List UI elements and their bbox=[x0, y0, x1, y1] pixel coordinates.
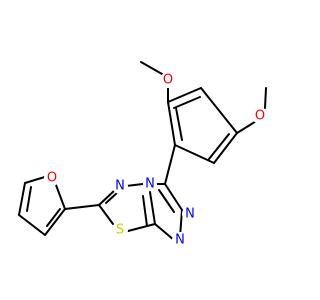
bond bbox=[173, 96, 201, 109]
bond bbox=[105, 191, 119, 204]
atom-oxygen-methoxy-right: O bbox=[252, 108, 268, 124]
bond bbox=[167, 101, 176, 146]
bond bbox=[64, 204, 100, 210]
bond bbox=[98, 189, 116, 206]
bond bbox=[98, 204, 114, 225]
bond bbox=[208, 133, 230, 160]
atom-label: S bbox=[116, 223, 124, 238]
bond bbox=[127, 223, 156, 232]
bond bbox=[164, 144, 176, 185]
bond bbox=[142, 195, 148, 227]
atom-nitrogen-triazole-bottom: N bbox=[172, 232, 188, 248]
atom-label: N bbox=[175, 233, 185, 248]
atom-oxygen-methoxy-top: O bbox=[160, 72, 176, 88]
bond bbox=[200, 87, 238, 134]
bond bbox=[175, 107, 183, 141]
atoms: O O O N N N N S bbox=[44, 72, 268, 248]
atom-label: O bbox=[255, 109, 265, 124]
bond bbox=[236, 119, 259, 134]
bond bbox=[154, 223, 175, 241]
bond bbox=[167, 87, 202, 103]
atom-nitrogen-bridge: N bbox=[143, 177, 157, 192]
bond bbox=[44, 208, 66, 236]
bonds bbox=[18, 61, 267, 241]
bond bbox=[46, 208, 61, 227]
bond bbox=[140, 61, 163, 75]
atom-oxygen-furan: O bbox=[44, 170, 60, 186]
atom-sulfur: S bbox=[112, 222, 128, 238]
bond bbox=[164, 183, 183, 211]
atom-label: O bbox=[163, 73, 173, 88]
bond bbox=[26, 186, 32, 212]
bond bbox=[125, 183, 144, 187]
bond bbox=[55, 184, 66, 210]
atom-label: N bbox=[185, 207, 195, 222]
atom-nitrogen-thiadiazole: N bbox=[112, 178, 128, 194]
atom-label: N bbox=[145, 177, 155, 192]
bond bbox=[174, 144, 215, 164]
bond bbox=[18, 182, 26, 216]
bond bbox=[149, 191, 156, 225]
bond bbox=[213, 132, 238, 164]
bond bbox=[158, 189, 175, 213]
atom-label: O bbox=[47, 171, 57, 186]
bond bbox=[18, 214, 46, 236]
atom-label: N bbox=[115, 179, 125, 194]
molecule-structure-diagram: O O O N N N N S bbox=[18, 61, 268, 248]
atom-nitrogen-triazole-right: N bbox=[182, 206, 198, 222]
bond bbox=[264, 87, 267, 109]
